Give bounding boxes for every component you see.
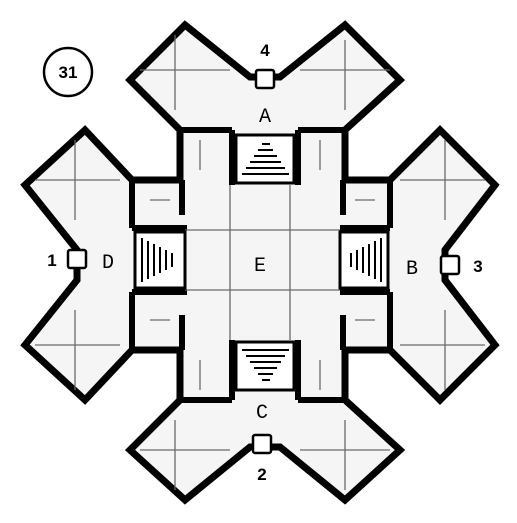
grid-lines	[35, 35, 485, 490]
stairs-icon	[234, 340, 296, 392]
door-icon-south[interactable]	[251, 433, 273, 455]
level-badge-circle	[42, 46, 94, 98]
door-number-3: 3	[473, 257, 482, 276]
stairs-icon	[338, 230, 390, 290]
door-icon-east[interactable]	[439, 254, 461, 276]
door-icon-north[interactable]	[254, 68, 276, 90]
door-number-1: 1	[47, 251, 56, 270]
level-badge: 31	[59, 63, 78, 82]
stairs-icon	[234, 133, 296, 185]
room-label-c: C	[256, 402, 268, 425]
stairs-icon	[133, 230, 187, 290]
door-number-2: 2	[257, 465, 266, 484]
inner-walls	[129, 127, 393, 403]
room-label-b: B	[406, 258, 418, 281]
room-label-e: E	[254, 255, 266, 278]
door-number-4: 4	[260, 41, 270, 60]
doors	[66, 68, 461, 455]
door-icon-west[interactable]	[66, 248, 88, 270]
room-label-d: D	[102, 252, 114, 275]
room-label-a: A	[259, 106, 271, 129]
